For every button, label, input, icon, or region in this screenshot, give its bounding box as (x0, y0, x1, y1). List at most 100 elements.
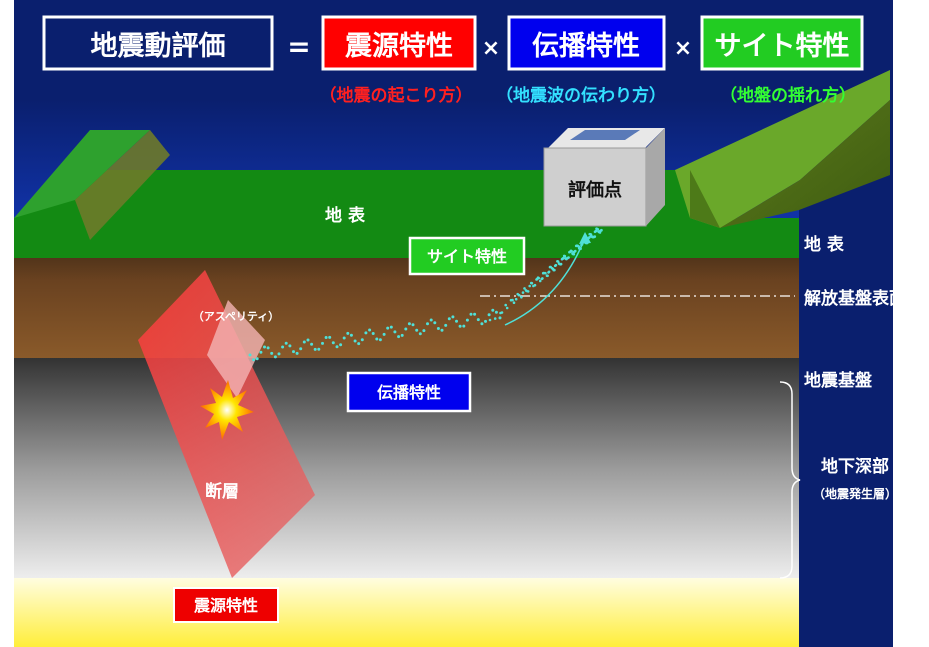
fault-label: 断層 (205, 481, 239, 502)
wave-dot (433, 321, 437, 325)
term-site-label: サイト特性 (715, 31, 850, 62)
wave-dot (517, 293, 521, 297)
wave-dot (270, 351, 274, 355)
wave-dot (504, 303, 508, 307)
wave-dot (550, 267, 554, 270)
site-characteristic-label: サイト特性 (427, 247, 507, 266)
wave-dot (418, 332, 422, 336)
wave-dot (526, 290, 530, 293)
wave-dot (349, 333, 353, 337)
wave-dot (339, 343, 343, 347)
wave-dot (313, 347, 317, 351)
asperity-label: （アスペリティ） (193, 310, 280, 323)
wave-dot (535, 278, 538, 281)
wave-dot (444, 323, 448, 327)
wave-dot (302, 340, 306, 344)
term-propagation-subtitle: （地震波の伝わり方） (496, 85, 666, 106)
wave-dot (505, 306, 509, 310)
sidebar-surface-label: 地 表 (804, 234, 845, 255)
sidebar-bedrock-surface-label: 解放基盤表面 (804, 288, 906, 309)
wave-dot (375, 337, 379, 341)
wave-dot (368, 328, 372, 332)
wave-dot (541, 271, 545, 275)
wave-dot (429, 318, 433, 322)
wave-dot (569, 249, 573, 253)
evaluation-box-side (646, 128, 665, 226)
wave-dot (523, 287, 526, 290)
wave-dot (487, 313, 491, 317)
times-sign-2: × (674, 36, 692, 61)
wave-dot (415, 328, 419, 332)
wave-arrow-head (579, 232, 591, 244)
wave-dot (328, 335, 332, 339)
term-site-subtitle: （地盤の揺れ方） (720, 85, 856, 106)
wave-dot (248, 353, 252, 357)
wave-dot (538, 279, 542, 283)
source-characteristic-label: 震源特性 (193, 596, 258, 615)
wave-dot (598, 229, 602, 233)
wave-dot (371, 332, 375, 335)
depth-bracket (779, 381, 801, 579)
wave-dot (426, 322, 429, 326)
sidebar-seismic-bedrock-label: 地震基盤 (804, 370, 873, 391)
wave-dot (346, 331, 350, 335)
wave-dot (547, 271, 550, 274)
sidebar-deep-underground-sub: （地震発生層） (813, 486, 897, 501)
times-sign-1: × (482, 36, 500, 61)
wave-dot (545, 274, 549, 278)
ground-ridge-left (14, 130, 150, 218)
propagation-label: 伝播特性 (377, 383, 441, 402)
wave-dot (511, 298, 514, 302)
wave-dot (404, 327, 408, 331)
wave-dot (259, 350, 263, 354)
wave-dot (462, 324, 466, 328)
ground-ridge-face (75, 130, 170, 240)
wave-dot (411, 323, 415, 327)
evaluation-point-label: 評価点 (568, 179, 622, 201)
term-source-label: 震源特性 (345, 31, 453, 62)
wave-dot (292, 350, 295, 354)
wave-dot (548, 265, 552, 269)
wave-dot (378, 338, 382, 342)
wave-dot (382, 332, 386, 336)
wave-dot (500, 311, 504, 314)
wave-dot (491, 308, 495, 312)
wave-dot (520, 296, 523, 299)
wave-dot (524, 289, 528, 292)
hill-slope-side (690, 170, 720, 228)
wave-dot (565, 257, 569, 260)
wave-dot (440, 328, 444, 332)
wave-dot (498, 316, 502, 320)
wave-dot (493, 317, 497, 320)
wave-dot (447, 317, 451, 321)
hill-slope-top (675, 70, 890, 228)
wave-dot (540, 277, 543, 281)
wave-dot (357, 342, 361, 346)
wave-dot (592, 235, 595, 239)
wave-dot (544, 271, 547, 275)
term-propagation-label: 伝播特性 (532, 31, 640, 62)
title-box (42, 15, 274, 71)
wave-dot (400, 333, 404, 337)
wave-dot (252, 358, 256, 362)
wave-dot (533, 283, 537, 287)
wave-dot (572, 250, 576, 254)
wave-dot (422, 329, 426, 333)
wave-dot (397, 335, 401, 339)
wave-dot (560, 257, 564, 261)
wave-dot (469, 312, 473, 316)
earthquake-burst-icon (200, 380, 254, 440)
wave-dot (273, 355, 277, 359)
term-source-box (321, 15, 477, 71)
wave-dot (458, 324, 462, 328)
wave-dot (451, 315, 455, 319)
wave-dot (331, 341, 335, 345)
wave-dot (476, 318, 480, 322)
source-layer (14, 578, 799, 647)
wave-dot (288, 344, 292, 348)
term-propagation-box (507, 15, 666, 71)
hill-slope-face (720, 100, 890, 228)
wave-dot (324, 336, 328, 339)
wave-dot (576, 244, 579, 248)
